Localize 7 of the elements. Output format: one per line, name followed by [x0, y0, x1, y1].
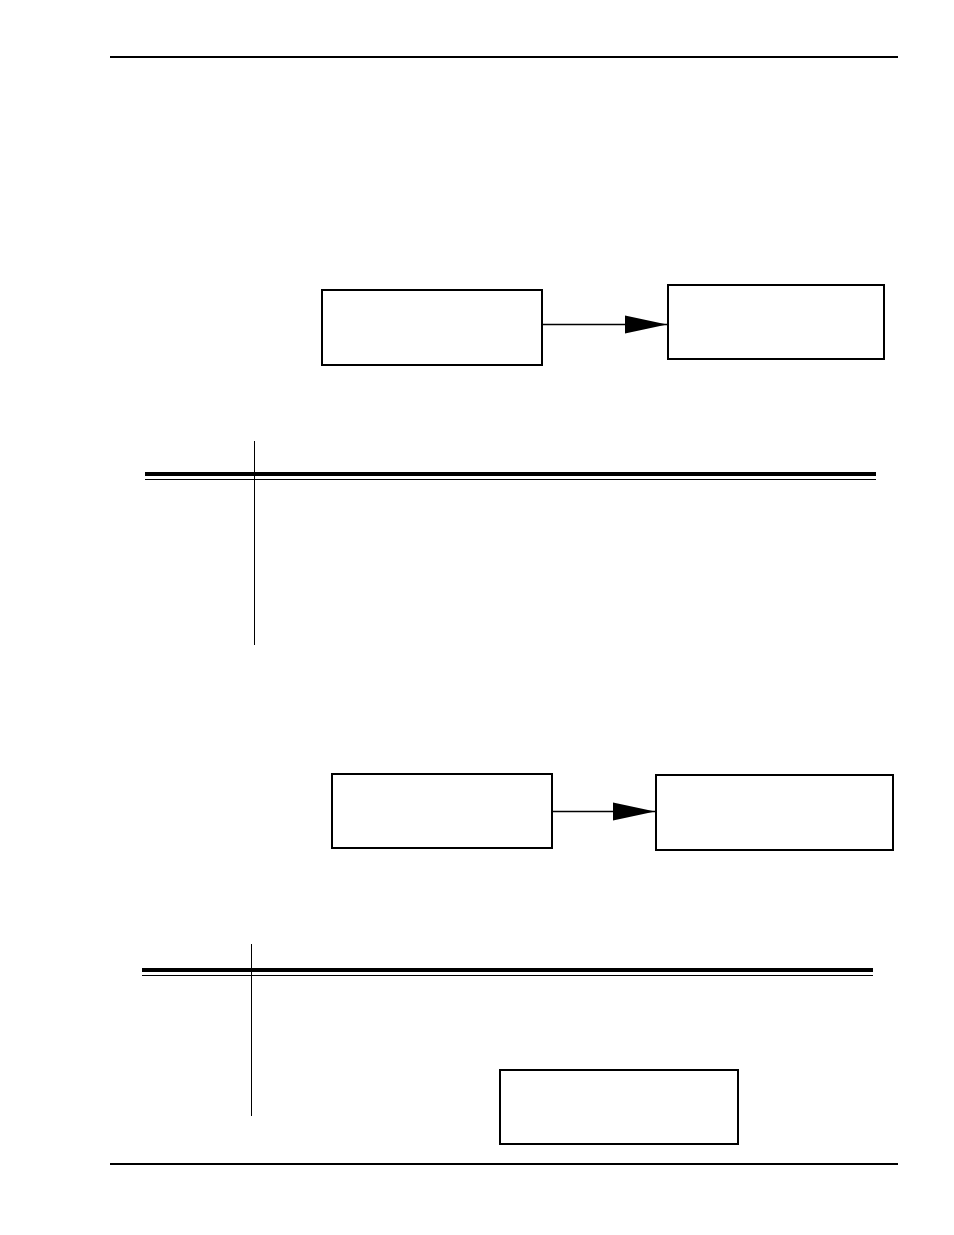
arrow — [542, 315, 668, 334]
process-box — [321, 289, 543, 366]
process-box — [499, 1069, 739, 1145]
process-box — [655, 774, 894, 851]
arrow — [552, 802, 656, 821]
process-box — [331, 773, 553, 849]
process-box — [667, 284, 885, 360]
